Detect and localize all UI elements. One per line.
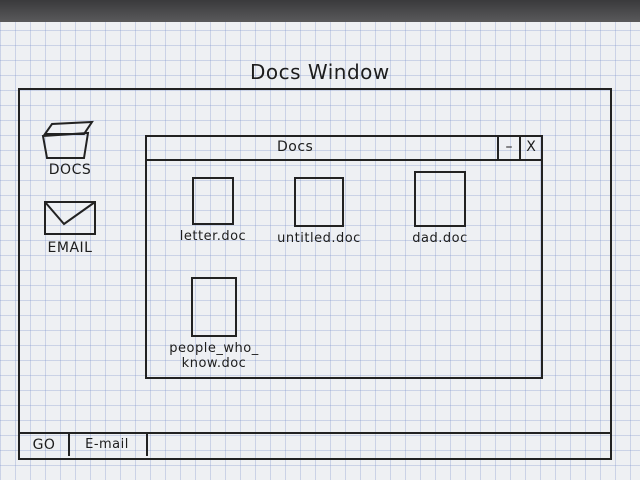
folder-icon [41, 120, 94, 159]
document-icon [294, 177, 344, 227]
file-name: dad.doc [412, 231, 468, 246]
document-icon [414, 171, 466, 227]
file-dad-doc[interactable]: dad.doc [395, 171, 485, 246]
desktop-icon-docs[interactable]: DOCS [40, 120, 100, 178]
docs-window: Docs – X letter.doc untitled.doc dad.doc… [145, 135, 543, 379]
desktop-icon-email[interactable]: EMAIL [40, 198, 100, 256]
file-letter-doc[interactable]: letter.doc [163, 177, 263, 244]
envelope-icon [44, 201, 96, 235]
minimize-button[interactable]: – [497, 137, 519, 159]
desktop-window: DOCS EMAIL Docs – X letter.doc untitled.… [18, 88, 612, 460]
file-untitled-doc[interactable]: untitled.doc [259, 177, 379, 246]
file-name: untitled.doc [277, 231, 361, 246]
desktop-icon-email-label: EMAIL [47, 240, 93, 256]
docs-window-titlebar[interactable]: Docs – X [147, 137, 541, 161]
docs-window-title: Docs [277, 139, 314, 155]
document-icon [191, 277, 237, 337]
background-edge [0, 0, 640, 22]
desktop-icon-docs-label: DOCS [48, 162, 92, 178]
taskbar: GO E-mail [20, 432, 610, 458]
file-name: letter.doc [179, 229, 247, 244]
file-people-who-know-doc[interactable]: people_who_ know.doc [161, 277, 267, 371]
document-icon [192, 177, 234, 225]
file-name: people_who_ know.doc [169, 341, 259, 371]
page-title: Docs Window [250, 60, 390, 84]
close-button[interactable]: X [519, 137, 541, 159]
taskbar-email-button[interactable]: E-mail [68, 434, 148, 456]
go-button[interactable]: GO [20, 434, 70, 456]
